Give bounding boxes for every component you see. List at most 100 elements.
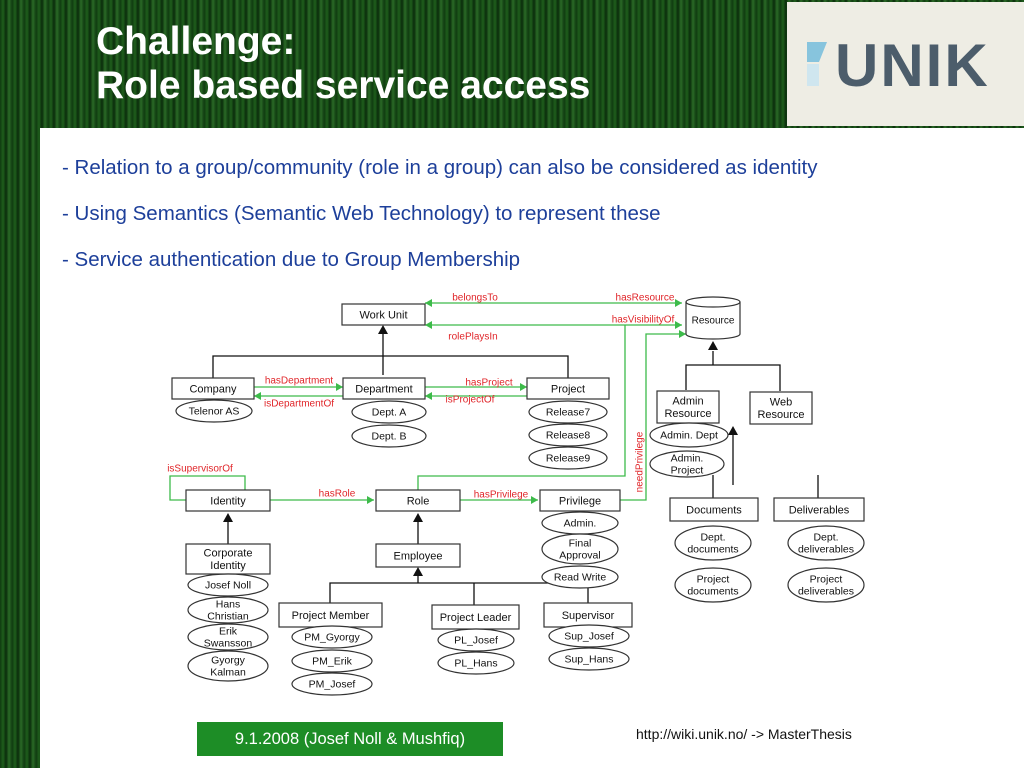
hierarchy-line <box>212 355 569 378</box>
instance-release7 <box>528 400 608 424</box>
unik-logo: UNIK <box>787 2 1024 126</box>
relation-label-role_plays_in: rolePlaysIn <box>448 332 497 343</box>
instance-admin_dept <box>649 422 729 448</box>
slide-title: Challenge: Role based service access <box>96 20 590 108</box>
class-label-documents: Documents <box>686 504 742 516</box>
instance-dept_b <box>351 424 427 448</box>
arrowhead <box>425 321 432 329</box>
bullet-item: - Service authentication due to Group Me… <box>62 248 521 271</box>
instance-sup_hans <box>548 647 630 671</box>
relation-label-belongs_to: belongsTo <box>452 293 498 304</box>
class-box-identity <box>185 489 271 512</box>
hierarchy-arrowhead <box>728 426 738 435</box>
class-box-work_unit <box>341 303 426 326</box>
instance-label-josef_noll: Josef Noll <box>205 580 251 592</box>
instance-dept_documents <box>674 525 752 561</box>
instance-gyorgy_kalman <box>187 650 269 682</box>
hierarchy-line <box>329 582 589 603</box>
instance-label-dept_documents: Dept.documents <box>687 532 738 556</box>
class-box-project <box>526 377 610 400</box>
class-box-documents <box>669 497 759 522</box>
arrowhead <box>336 383 343 391</box>
arrowhead <box>367 496 374 504</box>
instance-release8 <box>528 423 608 447</box>
slide-title-line1: Challenge: <box>96 20 296 63</box>
class-box-role <box>375 489 461 512</box>
class-box-department <box>342 377 426 400</box>
instance-sup_josef <box>548 624 630 648</box>
arrowhead <box>425 299 432 307</box>
instance-label-read_write: Read Write <box>554 572 606 584</box>
relation-label-has_privilege: hasPrivilege <box>474 490 529 501</box>
instance-label-pm_josef: PM_Josef <box>309 679 356 691</box>
instance-label-release7: Release7 <box>546 407 591 419</box>
relation-label-has_department: hasDepartment <box>265 376 334 387</box>
class-label-resource: Resource <box>692 316 735 327</box>
hierarchy-arrowhead <box>413 567 423 576</box>
footer-url-link[interactable]: http://wiki.unik.no/ <box>636 726 748 742</box>
instance-erik_swansson <box>187 623 269 651</box>
instance-label-admin_project: Admin.Project <box>671 453 704 477</box>
instance-label-dept_deliverables: Dept.deliverables <box>798 532 854 556</box>
instance-final_approval <box>541 533 619 565</box>
footer-date: 9.1.2008 (Josef Noll & Mushfiq) <box>197 722 503 756</box>
relation-label-has_role: hasRole <box>319 489 356 500</box>
instance-project_documents <box>674 567 752 603</box>
logo-text: UNIK <box>835 32 990 99</box>
left-band <box>0 0 40 768</box>
instance-pl_hans <box>437 651 515 675</box>
arrowhead <box>675 321 682 329</box>
relation-label-is_department_of: isDepartmentOf <box>264 399 334 410</box>
class-label-project_leader: Project Leader <box>440 612 512 624</box>
class-label-deliverables: Deliverables <box>789 504 850 516</box>
arrowhead <box>520 383 527 391</box>
instance-dept_deliverables <box>787 525 865 561</box>
relation-label-is_supervisor_of: isSupervisorOf <box>167 464 233 475</box>
instance-label-release9: Release9 <box>546 453 591 465</box>
hierarchy-arrowhead <box>223 513 233 522</box>
relation-label-is_project_of: isProjectOf <box>446 395 495 406</box>
resource-cylinder-top <box>685 296 741 308</box>
arrowhead <box>531 496 538 504</box>
instance-label-sup_josef: Sup_Josef <box>564 631 614 643</box>
instance-project_deliverables <box>787 567 865 603</box>
class-box-supervisor <box>543 602 633 628</box>
instance-label-release8: Release8 <box>546 430 591 442</box>
instance-pm_josef <box>291 672 373 696</box>
arrowhead <box>254 392 261 400</box>
hierarchy-arrowhead <box>708 341 718 350</box>
relation-label-has_visibility_of: hasVisibilityOf <box>612 315 675 326</box>
relation-label-need_privilege: needPrivilege <box>635 431 646 492</box>
logo-mark-top <box>807 42 827 62</box>
class-label-department: Department <box>355 383 412 395</box>
bullet-item: - Relation to a group/community (role in… <box>62 156 818 179</box>
hierarchy-arrowhead <box>378 325 388 334</box>
class-box-web_resource <box>749 391 813 425</box>
instance-pl_josef <box>437 628 515 652</box>
class-label-role: Role <box>407 495 430 507</box>
hierarchy-arrowhead <box>413 513 423 522</box>
instance-admin_project <box>649 450 725 478</box>
resource-cylinder-body <box>685 302 741 340</box>
class-box-project_member <box>278 602 383 628</box>
class-label-project: Project <box>551 383 585 395</box>
slide-title-line2: Role based service access <box>96 64 591 107</box>
class-label-work_unit: Work Unit <box>359 309 407 321</box>
relation-line-is-supervisor-of <box>169 475 246 501</box>
instance-dept_a <box>351 400 427 424</box>
bullet-list: - Relation to a group/community (role in… <box>62 156 818 294</box>
logo-mark-bottom <box>807 64 819 86</box>
instance-hans_christian <box>187 596 269 624</box>
bullet-item: - Using Semantics (Semantic Web Technolo… <box>62 202 661 225</box>
class-label-employee: Employee <box>394 550 443 562</box>
instance-telenor <box>175 399 253 423</box>
class-box-employee <box>375 543 461 568</box>
arrowhead <box>675 299 682 307</box>
